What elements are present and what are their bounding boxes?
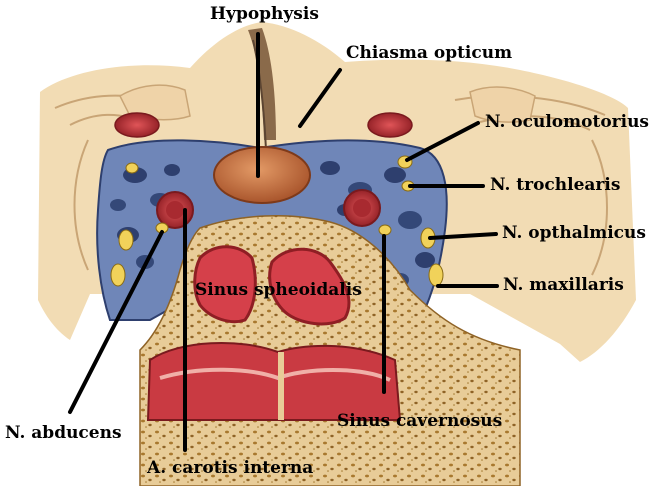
label-sinus-cavernosus: Sinus cavernosus (337, 413, 502, 430)
label-chiasma-opticum: Chiasma opticum (346, 45, 512, 62)
label-n-opthalmicus: N. opthalmicus (502, 225, 646, 242)
label-n-oculomotorius: N. oculomotorius (485, 114, 649, 131)
label-n-trochlearis: N. trochlearis (490, 177, 620, 194)
label-hypophysis: Hypophysis (210, 6, 319, 23)
label-n-maxillaris: N. maxillaris (503, 277, 624, 294)
hypophysis-gland (214, 147, 310, 203)
label-a-carotis-interna: A. carotis interna (147, 460, 313, 477)
label-n-abducens: N. abducens (5, 425, 122, 442)
label-sinus-spheoidalis: Sinus spheoidalis (195, 282, 362, 299)
